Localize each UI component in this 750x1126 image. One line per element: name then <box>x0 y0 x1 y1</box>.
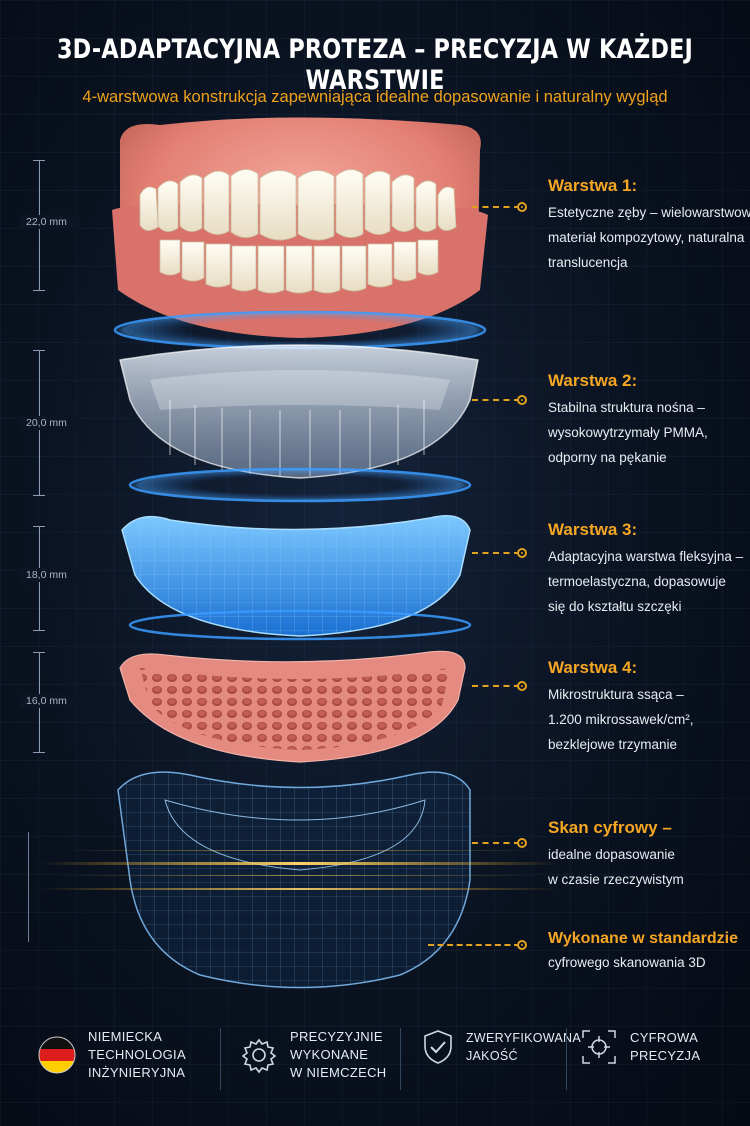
layer-desc-line: 1.200 mikrossawek/cm², <box>548 712 694 727</box>
layer-4-info: Warstwa 4: Mikrostruktura ssąca – 1.200 … <box>548 658 750 757</box>
standard-desc-line: cyfrowego skanowania 3D <box>548 955 706 970</box>
footer-item-digital-precision: CYFROWA PRECYZJA <box>580 1028 700 1066</box>
scan-desc-line: idealne dopasowanie <box>548 847 675 862</box>
dimension-label: 20,0 mm <box>20 416 80 430</box>
layer4-suction <box>119 650 466 763</box>
connector-dot <box>517 681 527 691</box>
footer-divider <box>220 1028 221 1090</box>
scan-bracket <box>28 832 39 942</box>
layer3-flex <box>121 515 471 637</box>
layer-2-info: Warstwa 2: Stabilna struktura nośna – wy… <box>548 371 750 470</box>
footer-item-german-tech: NIEMIECKA TECHNOLOGIA INŻYNIERYJNA <box>38 1028 186 1082</box>
footer-item-precision-made: PRECYZYJNIE WYKONANE W NIEMCZECH <box>240 1028 386 1082</box>
connector-layer2 <box>472 399 520 401</box>
layer-desc-line: Stabilna struktura nośna – <box>548 400 705 415</box>
scan-info: Skan cyfrowy – idealne dopasowanie w cza… <box>548 818 750 892</box>
footer-line: ZWERYFIKOWANA <box>466 1031 582 1045</box>
gear-icon <box>241 1038 277 1074</box>
target-icon <box>582 1030 616 1064</box>
shield-check-icon <box>424 1030 452 1064</box>
layer-desc-line: odporny na pękanie <box>548 450 667 465</box>
layer1-denture <box>112 117 488 338</box>
connector-scan <box>472 842 520 844</box>
footer-line: WYKONANE <box>290 1047 369 1062</box>
footer-divider <box>566 1028 567 1090</box>
connector-dot <box>517 940 527 950</box>
layer-3-info: Warstwa 3: Adaptacyjna warstwa fleksyjna… <box>548 520 750 619</box>
connector-layer1 <box>472 206 520 208</box>
layer-desc-line: wysokowytrzymały PMMA, <box>548 425 708 440</box>
layer-1-info: Warstwa 1: Estetyczne zęby – wielowarstw… <box>548 176 750 275</box>
footer-line: NIEMIECKA <box>88 1029 163 1044</box>
page-title: 3D-ADAPTACYJNA PROTEZA – PRECYZJA W KAŻD… <box>56 34 694 96</box>
scan-desc-line: w czasie rzeczywistym <box>548 872 684 887</box>
layer-desc-line: bezklejowe trzymanie <box>548 737 678 752</box>
footer-line: W NIEMCZECH <box>290 1065 387 1080</box>
footer-badges: NIEMIECKA TECHNOLOGIA INŻYNIERYJNA PRECY… <box>0 1004 750 1126</box>
footer-line: PRECYZYJNIE <box>290 1029 383 1044</box>
layer-heading: Warstwa 2: <box>548 371 638 390</box>
connector-layer3 <box>472 552 520 554</box>
germany-flag-icon <box>38 1036 76 1074</box>
footer-divider <box>400 1028 401 1090</box>
layer-desc-line: Mikrostruktura ssąca – <box>548 687 684 702</box>
layer-desc-line: translucencja <box>548 255 628 270</box>
layer-heading: Warstwa 4: <box>548 658 638 677</box>
standard-info: Wykonane w standardzie cyfrowego skanowa… <box>548 930 750 975</box>
footer-line: CYFROWA <box>630 1030 699 1045</box>
footer-line: JAKOŚĆ <box>466 1049 518 1063</box>
layer-desc-line: się do kształtu szczęki <box>548 599 682 614</box>
layer-desc-line: termoelastyczna, dopasowuje <box>548 574 726 589</box>
dimension-marker-3: 18,0 mm <box>20 526 80 631</box>
standard-heading: Wykonane w standardzie <box>548 930 738 947</box>
layer-heading: Warstwa 1: <box>548 176 638 195</box>
layer-desc-line: materiał kompozytowy, naturalna <box>548 230 745 245</box>
connector-standard <box>428 944 520 946</box>
footer-line: TECHNOLOGIA <box>88 1047 186 1062</box>
layer-heading: Warstwa 3: <box>548 520 638 539</box>
footer-item-verified-quality: ZWERYFIKOWANA JAKOŚĆ <box>420 1028 581 1066</box>
connector-layer4 <box>472 685 520 687</box>
page-subtitle: 4-warstwowa konstrukcja zapewniająca ide… <box>82 88 668 106</box>
dimension-label: 18,0 mm <box>20 568 80 582</box>
connector-dot <box>517 838 527 848</box>
digital-scan-wireframe <box>117 771 471 989</box>
connector-dot <box>517 395 527 405</box>
layer2-frame <box>119 344 479 479</box>
dimension-label: 16,0 mm <box>20 694 80 708</box>
connector-dot <box>517 548 527 558</box>
dimension-label: 22,0 mm <box>20 215 80 229</box>
dimension-marker-2: 20,0 mm <box>20 350 80 496</box>
layer-desc-line: Adaptacyjna warstwa fleksyjna – <box>548 549 744 564</box>
dimension-marker-4: 16,0 mm <box>20 652 80 753</box>
footer-line: PRECYZJA <box>630 1048 701 1063</box>
layer-desc-line: Estetyczne zęby – wielowarstwowy <box>548 205 750 220</box>
footer-line: INŻYNIERYJNA <box>88 1065 186 1080</box>
connector-dot <box>517 202 527 212</box>
scan-heading: Skan cyfrowy – <box>548 818 672 837</box>
dimension-marker-1: 22,0 mm <box>20 160 80 291</box>
